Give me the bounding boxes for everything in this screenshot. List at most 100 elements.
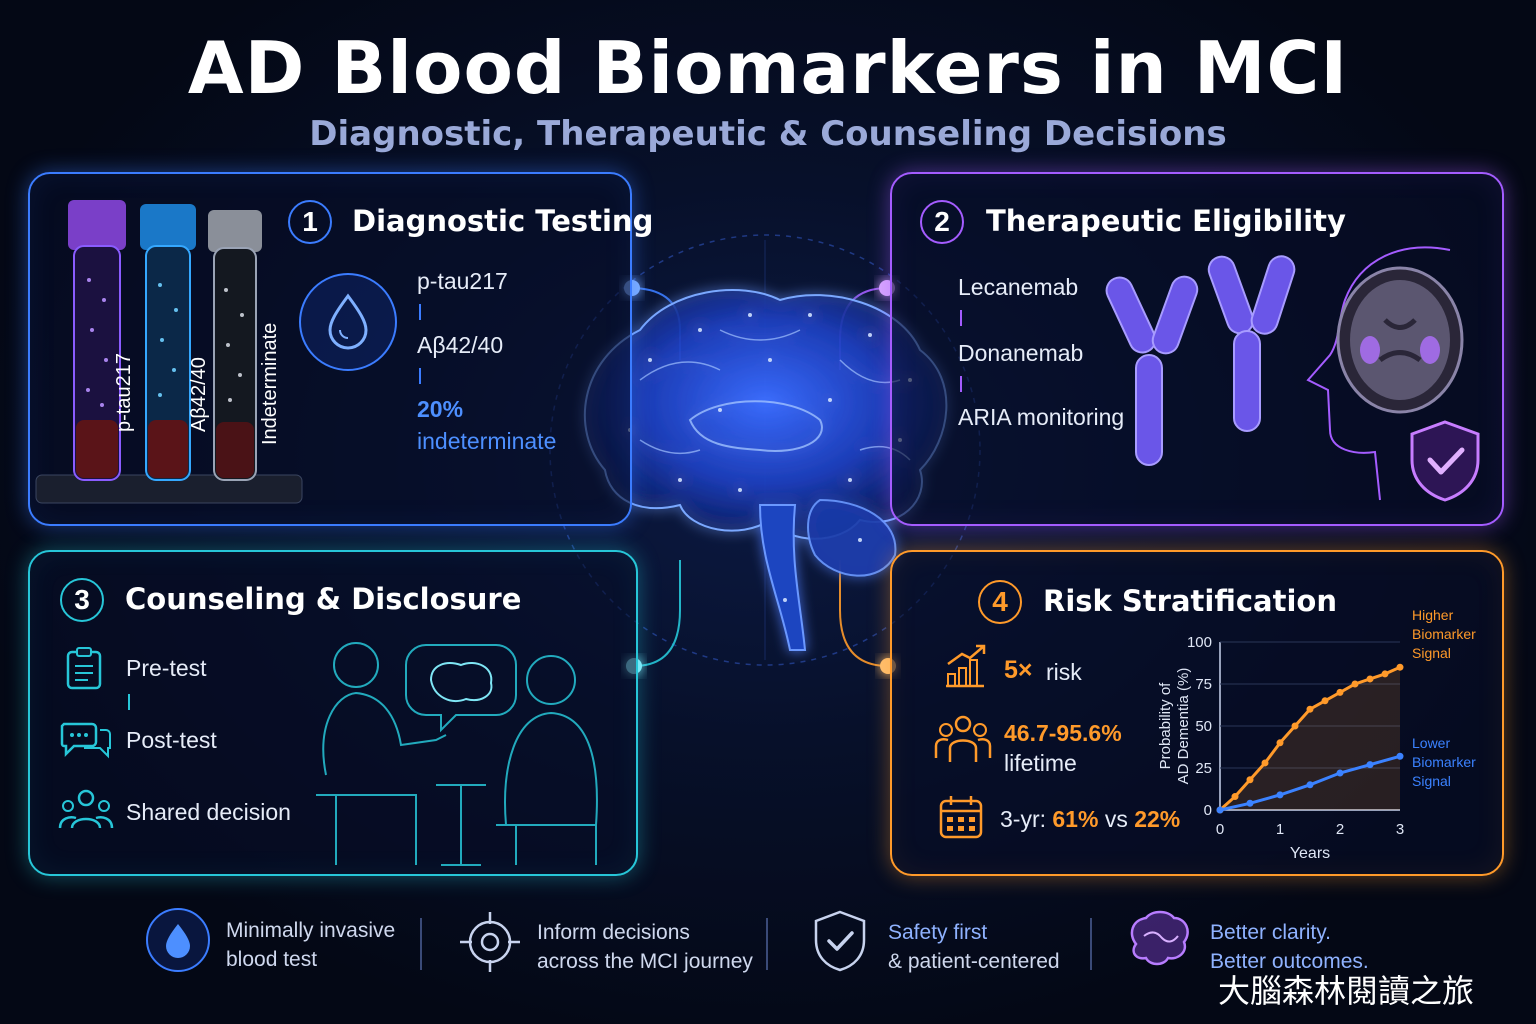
data-point bbox=[1381, 670, 1389, 678]
diagnostic-item-ptau217: p-tau217 bbox=[417, 268, 508, 294]
therapeutic-heading: Therapeutic Eligibility bbox=[986, 204, 1346, 238]
y-tick-label: 100 bbox=[1187, 634, 1212, 651]
footer-divider bbox=[1090, 918, 1092, 970]
x-axis-label: Years bbox=[1290, 845, 1330, 862]
tube-label-ptau217: p-tau217 bbox=[113, 353, 135, 432]
footer-item-1: Minimally invasive blood test bbox=[226, 916, 395, 974]
footer-item-1-line2: blood test bbox=[226, 948, 318, 971]
blood-drop-icon bbox=[299, 273, 397, 371]
data-point bbox=[1306, 781, 1314, 789]
data-point bbox=[1351, 680, 1359, 688]
indeterminate-percent: 20% bbox=[417, 396, 464, 422]
footer-item-4: Better clarity. Better outcomes. bbox=[1210, 918, 1369, 976]
diagnostic-item-abeta: Aβ42/40 bbox=[417, 332, 504, 358]
risk-multiplier-label: risk bbox=[1046, 659, 1082, 685]
page-title: AD Blood Biomarkers in MCI bbox=[187, 26, 1349, 110]
series-label-line: Lower bbox=[1412, 735, 1450, 751]
step-number-3: 3 bbox=[60, 578, 104, 622]
y-tick-label: 0 bbox=[1204, 802, 1212, 819]
lifetime-risk-value: 46.7-95.6% bbox=[1004, 720, 1122, 746]
series-label-line: Biomarker bbox=[1412, 754, 1476, 770]
data-point bbox=[1291, 722, 1299, 730]
data-point bbox=[1261, 759, 1269, 767]
counseling-heading: Counseling & Disclosure bbox=[125, 582, 522, 616]
separator bbox=[960, 376, 962, 392]
therapeutic-item-lecanemab: Lecanemab bbox=[958, 274, 1079, 300]
separator bbox=[419, 304, 421, 320]
data-point bbox=[1336, 688, 1344, 696]
counseling-item-pretest: Pre-test bbox=[126, 655, 207, 681]
indeterminate-label: indeterminate bbox=[417, 428, 557, 454]
calendar-icon bbox=[939, 796, 983, 839]
page-subtitle: Diagnostic, Therapeutic & Counseling Dec… bbox=[309, 114, 1227, 154]
series-label-line: Signal bbox=[1412, 645, 1451, 661]
data-point bbox=[1231, 793, 1239, 801]
separator bbox=[960, 310, 962, 326]
separator bbox=[419, 368, 421, 384]
target-icon bbox=[460, 912, 520, 972]
blood-tubes-graphic bbox=[35, 200, 303, 504]
data-point bbox=[1216, 806, 1224, 814]
y-axis-label-line: Probability of bbox=[1157, 682, 1174, 770]
data-point bbox=[1366, 761, 1374, 769]
footer-item-3: Safety first & patient-centered bbox=[888, 918, 1060, 976]
separator bbox=[128, 694, 130, 710]
data-point bbox=[1246, 776, 1254, 784]
series-area-higher bbox=[1220, 667, 1400, 810]
doctor-patient-illustration bbox=[316, 642, 598, 866]
counseling-item-shared-decision: Shared decision bbox=[126, 799, 291, 825]
data-point bbox=[1366, 675, 1374, 683]
footer-item-2-line2: across the MCI journey bbox=[537, 950, 753, 973]
three-year-prefix: 3-yr: bbox=[1000, 806, 1046, 832]
clipboard-icon bbox=[66, 647, 102, 690]
x-tick-label: 3 bbox=[1396, 821, 1404, 838]
connector-counseling bbox=[633, 560, 681, 667]
step-number-1: 1 bbox=[288, 200, 332, 244]
diagnostic-heading: Diagnostic Testing bbox=[352, 204, 654, 238]
footer-item-3-line1: Safety first bbox=[888, 921, 988, 944]
footer-item-3-line2: & patient-centered bbox=[888, 950, 1060, 973]
y-axis-label-line: AD Dementia (%) bbox=[1175, 668, 1192, 785]
risk-heading: Risk Stratification bbox=[1043, 584, 1337, 618]
three-year-risk-line: 3-yr: 61% vs 22% bbox=[1000, 806, 1180, 833]
footer-item-1-line1: Minimally invasive bbox=[226, 919, 396, 942]
footer-divider bbox=[766, 918, 768, 970]
series-label-line: Biomarker bbox=[1412, 626, 1476, 642]
watermark: 大腦森林閱讀之旅 bbox=[1218, 972, 1475, 1010]
footer-item-4-line1: Better clarity. bbox=[1210, 921, 1331, 944]
step-number-2: 2 bbox=[920, 200, 964, 244]
data-point bbox=[1336, 769, 1344, 777]
tube-label-abeta: Aβ42/40 bbox=[188, 357, 210, 432]
x-tick-label: 2 bbox=[1336, 821, 1344, 838]
footer-blood-drop-icon bbox=[146, 908, 210, 972]
shield-check-icon bbox=[1410, 420, 1480, 502]
y-axis-label: Probability ofAD Dementia (%) bbox=[1157, 668, 1192, 785]
series-label-line: Signal bbox=[1412, 773, 1451, 789]
lifetime-risk-label: lifetime bbox=[1004, 750, 1077, 776]
y-tick-label: 25 bbox=[1195, 760, 1212, 777]
three-year-low: 22% bbox=[1134, 806, 1181, 832]
y-tick-label: 75 bbox=[1195, 676, 1212, 693]
data-point bbox=[1306, 705, 1314, 713]
tube-label-indeterminate: Indeterminate bbox=[259, 322, 281, 445]
data-point bbox=[1246, 799, 1254, 807]
step-number-4: 4 bbox=[978, 580, 1022, 624]
risk-multiplier-value: 5× bbox=[1004, 656, 1033, 684]
data-point bbox=[1396, 663, 1404, 671]
bar-chart-up-icon bbox=[946, 644, 986, 688]
footer-shield-check-icon bbox=[814, 910, 866, 972]
footer-item-4-line2: Better outcomes. bbox=[1210, 950, 1369, 973]
three-year-high: 61% bbox=[1052, 806, 1099, 832]
series-label-line: Higher bbox=[1412, 607, 1454, 623]
antibody-icon bbox=[1105, 255, 1296, 466]
connector-risk bbox=[839, 560, 889, 667]
data-point bbox=[1276, 791, 1284, 799]
brain-icon bbox=[583, 289, 948, 651]
group-people-icon bbox=[934, 715, 992, 762]
chat-bubbles-icon bbox=[60, 722, 111, 759]
footer-divider bbox=[420, 918, 422, 970]
counseling-disclosure-panel bbox=[28, 550, 638, 876]
